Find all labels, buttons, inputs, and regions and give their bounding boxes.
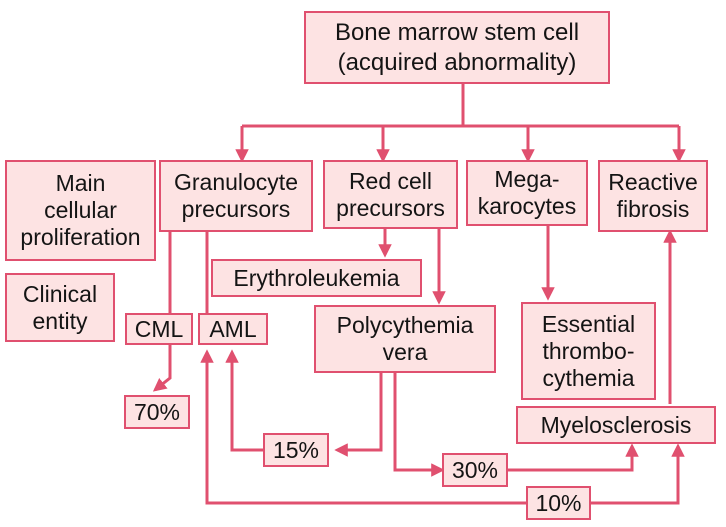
granulocyte-line2: precursors — [181, 196, 291, 222]
aml-box: AML — [198, 313, 268, 345]
legend-main-line2: cellular — [44, 197, 117, 223]
arrow-30-to-myelo — [508, 443, 639, 472]
legend-clinical-entity-box: Clinical entity — [5, 273, 115, 342]
line-pv-to-30 — [393, 373, 445, 477]
fibrosis-line2: fibrosis — [616, 196, 690, 222]
cml-label: CML — [134, 315, 184, 342]
arrow-pv-to-15 — [334, 373, 383, 457]
pct-15-label: 15% — [272, 436, 320, 463]
granulocyte-line1: Granulocyte — [173, 169, 298, 195]
pct-10-label: 10% — [535, 489, 582, 516]
essential-line1: Essential — [541, 310, 636, 337]
arrow-10-to-myelo — [591, 443, 685, 505]
cml-box: CML — [125, 313, 193, 345]
reactive-fibrosis-box: Reactive fibrosis — [598, 160, 708, 232]
aml-label: AML — [209, 315, 257, 342]
legend-clinical-line2: entity — [32, 307, 88, 334]
mega-line1: Mega- — [494, 166, 560, 192]
pct-70-box: 70% — [124, 395, 190, 429]
legend-main-proliferation-box: Main cellular proliferation — [5, 160, 156, 261]
pct-15-box: 15% — [263, 433, 329, 467]
redcell-box: Red cell precursors — [323, 160, 458, 229]
granulocyte-box: Granulocyte precursors — [159, 160, 313, 232]
legend-main-line3: proliferation — [20, 224, 141, 250]
myelosclerosis-box: Myelosclerosis — [516, 406, 716, 444]
mega-line2: karocytes — [477, 193, 577, 219]
myelosclerosis-label: Myelosclerosis — [540, 411, 692, 438]
fibrosis-line1: Reactive — [608, 169, 698, 195]
essential-line2: thrombo- — [542, 337, 635, 364]
stem-cell-line1: Bone marrow stem cell — [334, 18, 580, 46]
polycythemia-line1: Polycythemia — [336, 312, 474, 338]
arrow-cml-to-70 — [152, 345, 172, 392]
pct-10-box: 10% — [526, 486, 591, 520]
pct-30-label: 30% — [451, 456, 499, 483]
arrow-15-to-aml — [225, 349, 263, 452]
redcell-line2: precursors — [336, 194, 445, 221]
polycythemia-vera-box: Polycythemia vera — [314, 305, 496, 373]
stem-cell-box: Bone marrow stem cell (acquired abnormal… — [304, 11, 610, 84]
stem-cell-line2: (acquired abnormality) — [337, 48, 577, 76]
essential-line3: cythemia — [542, 364, 635, 391]
essential-thrombocythemia-box: Essential thrombo- cythemia — [521, 302, 656, 400]
redcell-line1: Red cell — [348, 167, 433, 194]
legend-clinical-line1: Clinical — [22, 280, 98, 307]
pct-70-label: 70% — [133, 398, 181, 425]
erythroleukemia-label: Erythroleukemia — [233, 264, 400, 291]
erythroleukemia-box: Erythroleukemia — [211, 259, 422, 297]
line-10-to-aml — [200, 349, 528, 505]
pct-30-box: 30% — [442, 453, 508, 487]
megakaryocyte-box: Mega- karocytes — [466, 160, 588, 226]
legend-main-line1: Main — [55, 170, 106, 196]
polycythemia-line2: vera — [382, 339, 428, 365]
